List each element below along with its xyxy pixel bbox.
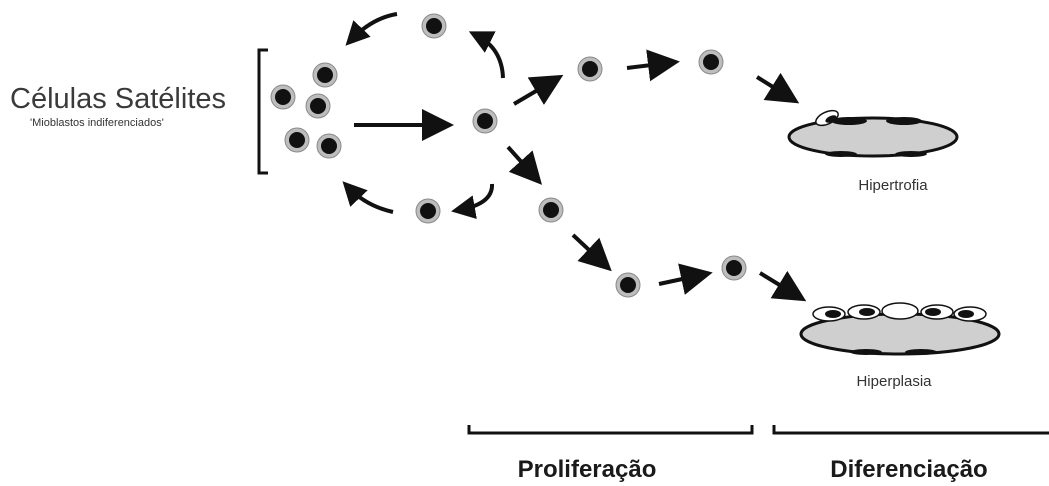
arrow-to-hyperplasia — [758, 270, 807, 302]
satellite-nucleus — [859, 308, 875, 316]
cell-nucleus — [582, 61, 598, 77]
satellite-nucleus — [825, 310, 841, 318]
muscle-fiber-hypertrophy — [787, 116, 959, 158]
fiber-nucleus — [905, 349, 937, 355]
cell-nucleus — [543, 202, 559, 218]
cell-group — [270, 13, 747, 298]
curved-arrow-top-left — [345, 12, 398, 46]
differentiation-bracket — [772, 425, 1049, 435]
arrow-lower-branch-2 — [571, 233, 612, 272]
satellite-cell — [270, 84, 296, 110]
satellite-nucleus — [925, 308, 941, 316]
daughter-cell — [415, 198, 441, 224]
cell-nucleus — [726, 260, 742, 276]
hypertrophy-fiber — [787, 109, 959, 158]
satellite-cell-on-fiber — [881, 302, 919, 320]
cell-nucleus — [317, 67, 333, 83]
satellite-cell — [312, 62, 338, 88]
cell-nucleus — [310, 98, 326, 114]
curved-arrow-bottom-right — [451, 183, 494, 220]
satellite-cell — [284, 127, 310, 153]
proliferation-bracket — [467, 425, 754, 435]
fiber-nucleus — [825, 151, 857, 157]
cell-nucleus — [275, 89, 291, 105]
proliferating-cell — [698, 49, 724, 75]
fiber-nucleus — [895, 151, 927, 157]
satellite-nucleus — [958, 310, 974, 318]
proliferating-cell — [615, 272, 641, 298]
daughter-cell — [421, 13, 447, 39]
fiber-nucleus — [886, 117, 922, 125]
satellite-cells-bracket — [257, 48, 268, 175]
proliferation-label: Proliferação — [518, 456, 657, 483]
arrow-lower-branch-1 — [506, 145, 543, 185]
satellite-cell — [316, 133, 342, 159]
activated-cell — [472, 108, 498, 134]
fusing-cell-nucleus — [825, 115, 837, 123]
proliferating-cell — [577, 56, 603, 82]
curved-arrow-bottom-left — [342, 181, 394, 214]
cell-nucleus — [620, 277, 636, 293]
fiber-nucleus — [831, 117, 867, 125]
satellite-cells-title: Células Satélites — [10, 83, 226, 115]
cell-nucleus — [420, 203, 436, 219]
arrow-upper-branch-2 — [626, 49, 680, 82]
arrow-to-hypertrophy — [755, 72, 800, 104]
hypertrophy-label: Hipertrofia — [858, 177, 928, 194]
fiber-nucleus — [850, 349, 882, 355]
proliferating-cell — [721, 255, 747, 281]
arrow-upper-branch-1 — [512, 74, 564, 106]
satellite-cells-label-group: Células Satélites 'Mioblastos indiferenc… — [10, 83, 226, 129]
hyperplasia-fiber — [799, 302, 1001, 356]
proliferating-cell — [538, 197, 564, 223]
curved-arrow-top-right — [468, 31, 505, 79]
satellite-cell — [305, 93, 331, 119]
fusing-satellite-cell — [815, 109, 839, 127]
arrow-lower-branch-3 — [658, 263, 713, 295]
satellite-cells-subtitle: 'Mioblastos indiferenciados' — [30, 117, 164, 129]
cell-nucleus — [289, 132, 305, 148]
arrow-group — [342, 12, 807, 302]
cell-nucleus — [703, 54, 719, 70]
cell-nucleus — [426, 18, 442, 34]
cell-nucleus — [477, 113, 493, 129]
cell-nucleus — [321, 138, 337, 154]
differentiation-label: Diferenciação — [830, 456, 987, 483]
hyperplasia-label: Hiperplasia — [856, 373, 932, 390]
